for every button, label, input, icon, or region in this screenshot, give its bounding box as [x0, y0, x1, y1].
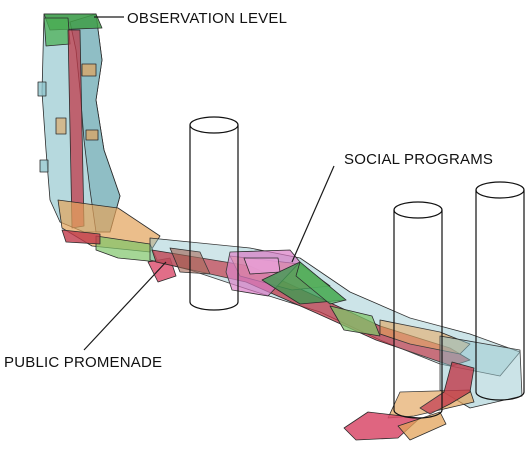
- cylinder-right-2: [475, 181, 525, 401]
- tower-window-2: [85, 129, 99, 141]
- cylinder-right-2-top: [475, 181, 525, 199]
- tower-window-3: [55, 117, 67, 135]
- label-social-programs: SOCIAL PROGRAMS: [344, 151, 493, 168]
- tower-base-decks: [57, 199, 177, 283]
- cylinder-right-1-top: [393, 201, 443, 219]
- cylinder-center-top: [189, 116, 239, 134]
- tower-notch-2: [39, 159, 49, 173]
- bridge-green-deck: [329, 305, 381, 337]
- lobby-red-ramp: [419, 361, 475, 415]
- cylinder-center-body: [189, 125, 239, 311]
- lobby-block: [343, 335, 523, 441]
- lobby-entry-orange: [397, 411, 447, 441]
- social-pink-inner: [243, 257, 281, 275]
- social-programs-block: [225, 249, 347, 305]
- social-green-face: [295, 261, 347, 305]
- cylinder-right-1-body: [393, 210, 443, 419]
- leader-promenade: [83, 261, 167, 351]
- base-deck-green: [95, 235, 159, 263]
- cylinder-right-2-body: [475, 190, 525, 401]
- label-observation-level: OBSERVATION LEVEL: [127, 10, 287, 27]
- base-deck-red: [61, 229, 101, 245]
- leader-social: [291, 165, 335, 263]
- tower-notch-1: [37, 81, 47, 97]
- tower: [37, 13, 121, 233]
- observation-level-block: [43, 17, 71, 47]
- cylinder-center: [189, 116, 239, 311]
- cylinder-right-1: [393, 201, 443, 419]
- tower-window-1: [81, 63, 97, 77]
- label-public-promenade: PUBLIC PROMENADE: [4, 354, 162, 371]
